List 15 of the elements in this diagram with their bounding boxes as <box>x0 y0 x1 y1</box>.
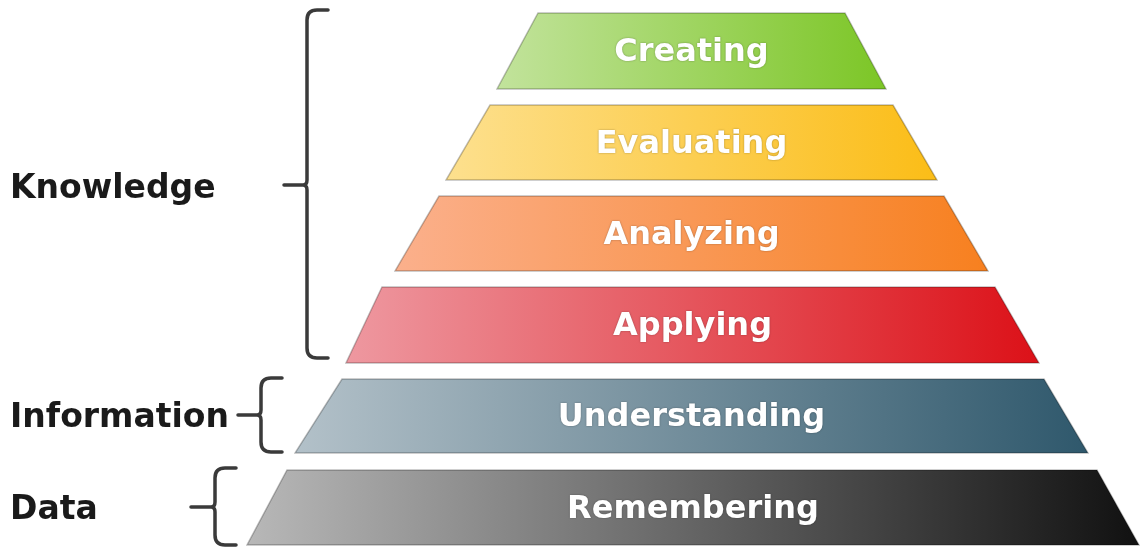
pyramid-level <box>345 286 1040 364</box>
level-label: Creating <box>614 33 769 69</box>
category-label: Data <box>10 489 98 527</box>
pyramid-level <box>496 12 887 90</box>
pyramid-level <box>246 469 1140 546</box>
level-label: Evaluating <box>595 124 788 161</box>
category-label: Knowledge <box>10 168 216 206</box>
pyramid-level <box>445 104 938 181</box>
category-label: Information <box>10 397 229 435</box>
level-label: Understanding <box>557 398 826 434</box>
level-label: Analyzing <box>603 215 780 252</box>
pyramid-level <box>294 378 1089 454</box>
level-label: Remembering <box>567 489 819 526</box>
level-label: Applying <box>612 307 773 343</box>
pyramid-level <box>394 195 989 272</box>
